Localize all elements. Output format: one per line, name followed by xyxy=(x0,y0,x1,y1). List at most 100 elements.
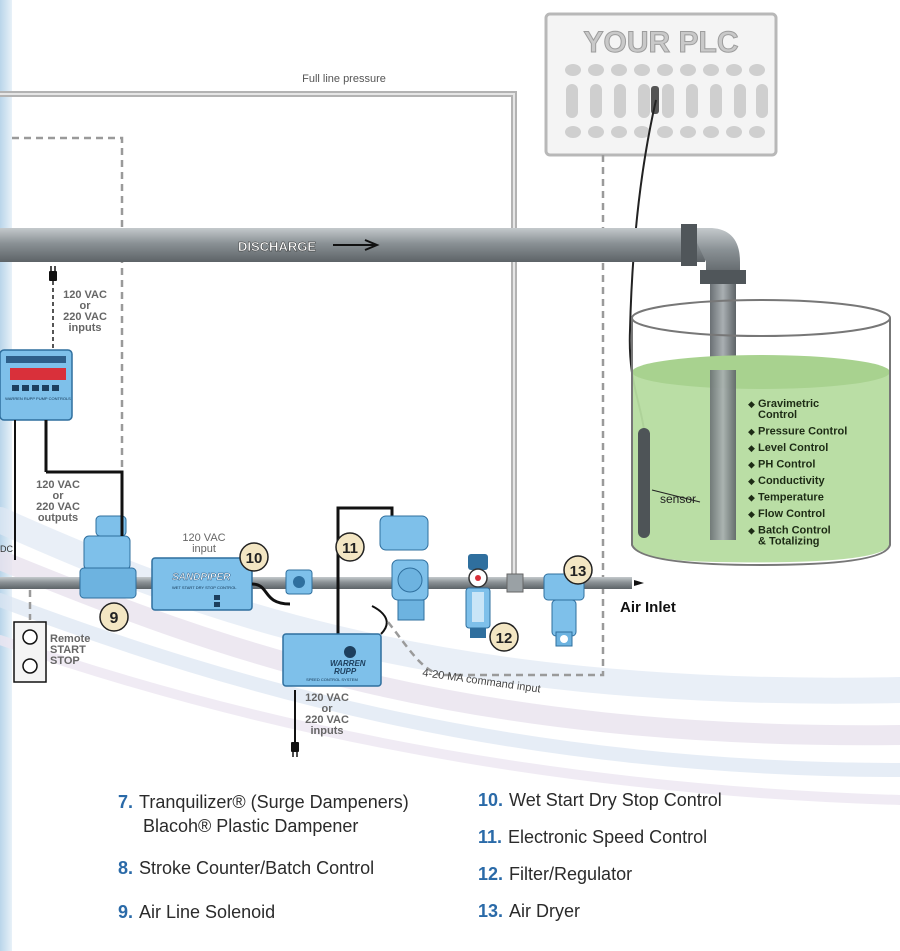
sensor-label: sensor xyxy=(660,492,696,506)
legend-number: 8. xyxy=(118,858,134,878)
warren-rupp-logo-1: WARREN xyxy=(330,659,366,668)
tank-control-item: Batch Control xyxy=(758,525,831,537)
power-input-line: 120 VAC xyxy=(305,692,349,704)
plug-icon-bottom xyxy=(291,690,299,757)
power-input-line: inputs xyxy=(311,725,344,737)
legend-text: Tranquilizer® (Surge Dampeners) xyxy=(139,792,409,812)
power-input-line: or xyxy=(80,300,92,312)
legend-item-8: 8.Stroke Counter/Batch Control xyxy=(118,856,374,880)
badge-9: 9 xyxy=(99,602,129,632)
plc-title: YOUR PLC xyxy=(583,26,738,59)
stop-button xyxy=(22,658,38,674)
discharge-label: DISCHARGE xyxy=(238,239,316,254)
svg-text:9: 9 xyxy=(110,610,119,627)
remote-label-line: Remote xyxy=(50,633,90,645)
tank-control-item: Control xyxy=(758,409,797,421)
warren-rupp-logo-2: RUPP xyxy=(334,667,357,676)
discharge-pipe: DISCHARGE xyxy=(0,224,746,540)
remote-label-line: STOP xyxy=(50,655,80,667)
speed-control-subtitle: SPEED CONTROL SYSTEM xyxy=(306,677,358,682)
power-output-line: or xyxy=(53,490,65,502)
power-input-line: input xyxy=(192,543,216,555)
badge-12: 12 xyxy=(489,622,519,652)
bullet-icon: ◆ xyxy=(748,510,755,520)
legend-text: Blacoh® Plastic Dampener xyxy=(143,816,359,836)
legend-number: 12. xyxy=(478,864,504,884)
tank-control-item: PH Control xyxy=(758,459,815,471)
air-inlet-arrow-icon xyxy=(634,580,644,586)
tank-control-item: & Totalizing xyxy=(758,536,820,548)
full-line-pressure-label: Full line pressure xyxy=(302,73,386,85)
tank-control-item: Gravimetric xyxy=(758,398,819,410)
power-input-line: 120 VAC xyxy=(182,532,225,544)
legend-text: Air Dryer xyxy=(509,901,581,921)
tank-control-item: Temperature xyxy=(758,492,824,504)
legend-number: 9. xyxy=(118,902,134,922)
legend-number: 11. xyxy=(478,827,503,847)
svg-text:12: 12 xyxy=(496,630,513,647)
electronic-speed-control: WARREN RUPP SPEED CONTROL SYSTEM xyxy=(282,506,429,687)
legend-number: 7. xyxy=(118,792,134,812)
air-dryer xyxy=(543,573,585,647)
air-inlet-label: Air Inlet xyxy=(620,599,676,616)
tank-control-item: Flow Control xyxy=(758,508,825,520)
legend-item-11: 11.Electronic Speed Control xyxy=(478,825,707,849)
svg-text:10: 10 xyxy=(246,550,263,567)
stroke-counter-subtitle: WARREN RUPP PUMP CONTROLS xyxy=(5,396,71,401)
power-input-line: or xyxy=(322,703,334,715)
wet-start-dry-stop-unit: SANDPIPER WET START DRY STOP CONTROL xyxy=(151,557,313,611)
power-output-line: outputs xyxy=(38,512,78,524)
filter-regulator xyxy=(465,554,491,638)
sensor-probe xyxy=(638,428,650,538)
badge-13: 13 xyxy=(563,555,593,585)
power-output-line: 120 VAC xyxy=(36,479,80,491)
legend-item-7: 7.Tranquilizer® (Surge Dampeners) Blacoh… xyxy=(118,790,409,838)
legend-item-13: 13.Air Dryer xyxy=(478,899,580,923)
power-output-line: 220 VAC xyxy=(36,501,80,513)
badge-11: 11 xyxy=(335,532,365,562)
discharge-arrow-icon xyxy=(333,239,380,251)
legend-number: 13. xyxy=(478,901,504,921)
legend-text: Electronic Speed Control xyxy=(508,827,708,847)
bullet-icon: ◆ xyxy=(748,400,755,410)
legend-text: Air Line Solenoid xyxy=(139,902,276,922)
remote-label-line: START xyxy=(50,644,86,656)
legend-number: 10. xyxy=(478,790,504,810)
bullet-icon: ◆ xyxy=(748,477,755,487)
legend-text: Filter/Regulator xyxy=(509,864,633,884)
sandpiper-logo: SANDPIPER xyxy=(172,572,231,583)
badge-10: 10 xyxy=(239,542,269,572)
power-input-line: 220 VAC xyxy=(63,311,107,323)
bullet-icon: ◆ xyxy=(748,428,755,438)
signal-lines xyxy=(12,136,605,677)
plug-icon-top xyxy=(49,266,57,350)
do-label: DC xyxy=(0,544,13,554)
legend-text: Wet Start Dry Stop Control xyxy=(509,790,722,810)
power-input-line: 120 VAC xyxy=(63,289,107,301)
sandpiper-subtitle: WET START DRY STOP CONTROL xyxy=(172,585,237,590)
legend-item-9: 9.Air Line Solenoid xyxy=(118,900,275,924)
start-button xyxy=(22,629,38,645)
svg-text:11: 11 xyxy=(342,540,358,557)
legend-item-10: 10.Wet Start Dry Stop Control xyxy=(478,788,722,812)
tank-control-item: Conductivity xyxy=(758,475,825,487)
bullet-icon: ◆ xyxy=(748,494,755,504)
tank-control-item: Pressure Control xyxy=(758,426,847,438)
stroke-counter-unit: WARREN RUPP PUMP CONTROLS DC xyxy=(0,349,124,560)
power-input-line: 220 VAC xyxy=(305,714,349,726)
full-line-pressure-line: Full line pressure xyxy=(0,73,517,582)
tank-control-item: Level Control xyxy=(758,442,828,454)
plc-unit: YOUR PLC xyxy=(544,12,778,157)
air-line-solenoid xyxy=(79,515,137,599)
legend-text: Stroke Counter/Batch Control xyxy=(139,858,375,878)
component-legend: 7.Tranquilizer® (Surge Dampeners) Blacoh… xyxy=(0,780,900,951)
bullet-icon: ◆ xyxy=(748,461,755,471)
power-input-line: inputs xyxy=(69,322,102,334)
